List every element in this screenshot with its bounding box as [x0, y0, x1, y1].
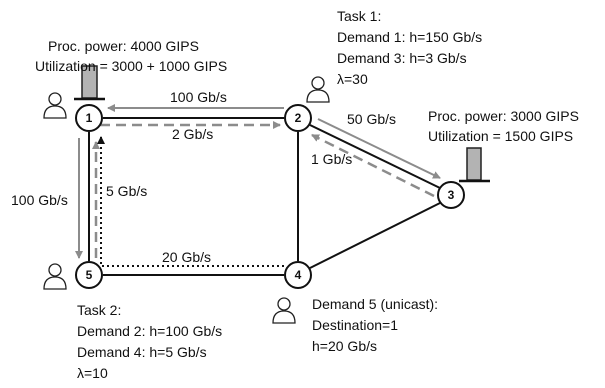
flow-arrow-3-to-2 [311, 133, 435, 198]
task-1-demand-1: Demand 1: h=150 Gb/s [337, 29, 482, 45]
task-1-title: Task 1: [337, 8, 381, 24]
node-1: 1 [75, 104, 103, 132]
flow-label-4-to-1: 20 Gb/s [162, 249, 211, 265]
task-1-lambda: λ=30 [337, 71, 368, 87]
node-2: 2 [284, 104, 312, 132]
user-icon-node-5 [43, 263, 67, 290]
task-1-demand-3: Demand 3: h=3 Gb/s [337, 50, 467, 66]
flow-arrows [75, 104, 441, 267]
node-5: 5 [75, 261, 103, 289]
flow-arrow-2-to-3 [317, 118, 441, 179]
demand-5-title: Demand 5 (unicast): [312, 296, 438, 312]
server-icon-node-3 [459, 147, 490, 183]
node-3-utilization: Utilization = 1500 GIPS [428, 128, 573, 144]
node-4: 4 [284, 261, 312, 289]
link-2-3 [309, 124, 441, 189]
links [88, 117, 441, 276]
node-1-proc-power: Proc. power: 4000 GIPS [48, 38, 199, 54]
user-icon-node-1 [43, 92, 67, 119]
node-1-utilization: Utilization = 3000 + 1000 GIPS [35, 58, 227, 74]
flow-label-2-to-3: 50 Gb/s [347, 111, 396, 127]
node-3-proc-power: Proc. power: 3000 GIPS [428, 108, 579, 124]
node-2-label: 2 [295, 111, 302, 125]
task-2-title: Task 2: [77, 302, 121, 318]
flow-label-2-to-1: 100 Gb/s [170, 89, 227, 105]
node-5-label: 5 [86, 268, 93, 282]
task-2-lambda: λ=10 [77, 365, 108, 381]
user-icon-node-2 [306, 76, 330, 103]
node-1-label: 1 [86, 111, 93, 125]
demand-5-h: h=20 Gb/s [312, 338, 377, 354]
node-3-label: 3 [448, 188, 455, 202]
node-4-label: 4 [295, 268, 302, 282]
flow-label-1-to-2: 2 Gb/s [172, 126, 213, 142]
task-2-demand-2: Demand 2: h=100 Gb/s [77, 323, 222, 339]
node-3: 3 [437, 181, 465, 209]
flow-label-3-to-2: 1 Gb/s [311, 151, 352, 167]
user-icon-node-4 [272, 297, 296, 324]
flow-label-5-to-1: 5 Gb/s [106, 183, 147, 199]
task-2-demand-4: Demand 4: h=5 Gb/s [77, 344, 207, 360]
flow-label-1-to-5: 100 Gb/s [11, 192, 68, 208]
flow-arrow-4-to-1 [97, 136, 284, 267]
server-icon-node-1 [74, 65, 105, 101]
link-4-3 [309, 202, 441, 269]
demand-5-destination: Destination=1 [312, 317, 398, 333]
